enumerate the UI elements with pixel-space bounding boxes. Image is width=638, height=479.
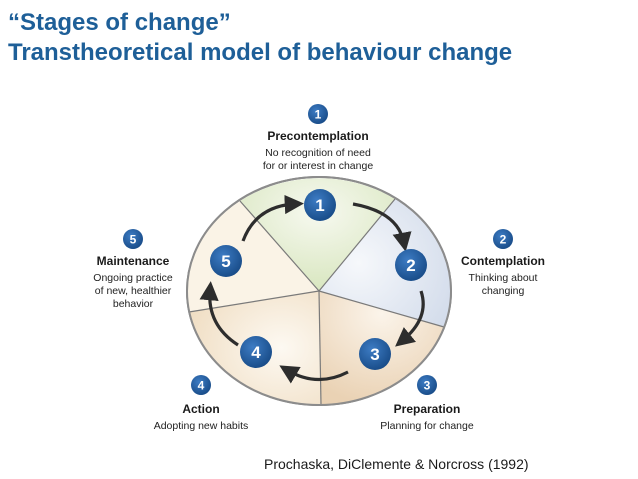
svg-text:4: 4 xyxy=(198,379,205,393)
stage-name: Maintenance xyxy=(97,254,170,268)
inner-badge-1: 1 xyxy=(304,189,336,221)
sector-contemplation xyxy=(319,199,451,327)
title-block: “Stages of change” Transtheoretical mode… xyxy=(8,8,512,68)
stage-name: Preparation xyxy=(394,402,461,416)
outer-badge-1 xyxy=(308,104,328,124)
outer-badge-4 xyxy=(191,375,211,395)
svg-text:2: 2 xyxy=(500,233,507,247)
arrow-2-to-3 xyxy=(395,290,425,347)
svg-text:3: 3 xyxy=(424,379,431,393)
stage-desc-line: behavior xyxy=(113,298,154,310)
stage-name: Contemplation xyxy=(461,254,545,268)
stage-desc-line: changing xyxy=(482,285,525,297)
inner-badge-3: 3 xyxy=(359,338,391,370)
inner-badge-5: 5 xyxy=(210,245,242,277)
svg-text:2: 2 xyxy=(406,256,415,275)
svg-text:5: 5 xyxy=(130,233,137,247)
citation: Prochaska, DiClemente & Norcross (1992) xyxy=(264,456,529,472)
stage-name: Action xyxy=(182,402,219,416)
inner-badge-4: 4 xyxy=(240,336,272,368)
svg-text:4: 4 xyxy=(251,343,261,362)
stage-label-preparation: 3 Preparation Planning for change xyxy=(380,375,474,432)
outer-badge-2 xyxy=(493,229,513,249)
arrow-4-to-5 xyxy=(199,281,239,347)
stage-desc-line: Ongoing practice xyxy=(93,272,173,284)
title-line-1: “Stages of change” xyxy=(8,9,231,36)
svg-text:3: 3 xyxy=(370,345,379,364)
stage-label-action: 4 Action Adopting new habits xyxy=(154,375,249,432)
arrow-1-to-2 xyxy=(352,202,412,252)
stage-label-precontemplation: 1 Precontemplation No recognition of nee… xyxy=(263,104,373,172)
svg-text:5: 5 xyxy=(221,252,230,271)
stage-desc-line: of new, healthier xyxy=(95,285,172,297)
cycle-arrows xyxy=(199,194,425,384)
svg-text:1: 1 xyxy=(315,196,324,215)
stage-wheel: 1 2 3 4 5 xyxy=(186,176,452,406)
stage-desc-line: Planning for change xyxy=(380,420,474,432)
outer-badge-3 xyxy=(417,375,437,395)
stage-label-maintenance: 5 Maintenance Ongoing practice of new, h… xyxy=(93,229,173,310)
stage-name: Precontemplation xyxy=(267,129,368,143)
sector-maintenance xyxy=(187,201,319,312)
title-line-2: Transtheoretical model of behaviour chan… xyxy=(8,39,513,66)
stage-desc-line: No recognition of need xyxy=(265,147,371,159)
arrow-3-to-4 xyxy=(279,365,349,384)
inner-badge-2: 2 xyxy=(395,249,427,281)
stage-desc-line: Adopting new habits xyxy=(154,420,249,432)
stage-desc-line: Thinking about xyxy=(469,272,538,284)
svg-text:1: 1 xyxy=(315,108,322,122)
stage-desc-line: for or interest in change xyxy=(263,160,373,172)
stage-label-contemplation: 2 Contemplation Thinking about changing xyxy=(461,229,545,297)
arrow-5-to-1 xyxy=(241,194,304,242)
outer-badge-5 xyxy=(123,229,143,249)
